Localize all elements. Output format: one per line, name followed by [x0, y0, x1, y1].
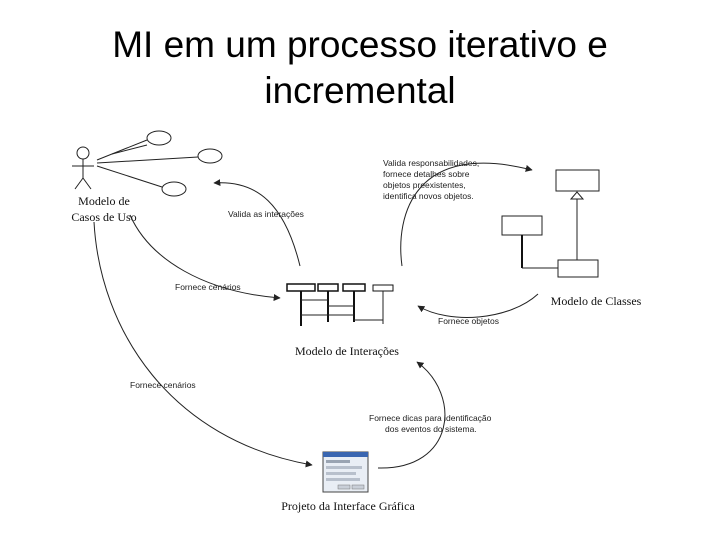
- edge-label-provides-scenarios-2: Fornece cenários: [130, 380, 196, 390]
- arrow-validate-interactions: [213, 179, 301, 267]
- validate-responsibilities-line-4: identifica novos objetos.: [383, 191, 474, 201]
- class-model-label: Modelo de Classes: [551, 294, 642, 308]
- provides-hints-line-2: dos eventos do sistema.: [385, 424, 477, 434]
- use-case-ellipse-3: [161, 181, 187, 197]
- interaction-model-icon: [286, 283, 394, 326]
- use-case-ellipse-2: [197, 148, 223, 164]
- arrow-provides-scenarios-2: [93, 221, 313, 468]
- arrow-validate-responsibilities: [400, 162, 533, 267]
- use-case-ellipse-1: [146, 130, 172, 146]
- arrow-provides-objects: [417, 293, 539, 318]
- slide-title-line-1: MI em um processo iterativo e: [112, 24, 608, 65]
- validate-responsibilities-line-1: Valida responsabilidades,: [383, 158, 479, 168]
- edge-label-provides-objects: Fornece objetos: [438, 316, 499, 326]
- arrow-provides-scenarios-1: [129, 214, 281, 301]
- slide-title: MI em um processo iterativo e incrementa…: [0, 22, 720, 114]
- use-case-model-label-line-2: Casos de Uso: [71, 210, 136, 224]
- use-case-model-label-line-1: Modelo de: [78, 194, 130, 208]
- interaction-model-label: Modelo de Interações: [295, 344, 399, 358]
- gui-project-label: Projeto da Interface Gráfica: [281, 499, 415, 513]
- edge-label-validate-interactions: Valida as interações: [228, 209, 304, 219]
- actor-icon: [72, 146, 94, 190]
- edge-label-provides-scenarios-1: Fornece cenários: [175, 282, 241, 292]
- edge-label-provides-hints: Fornece dicas para identificação dos eve…: [369, 413, 492, 434]
- use-case-model-icon: [72, 130, 223, 197]
- edge-label-validate-responsibilities: Valida responsabilidades, fornece detalh…: [383, 158, 479, 201]
- slide-title-line-2: incremental: [264, 70, 456, 111]
- provides-hints-line-1: Fornece dicas para identificação: [369, 413, 492, 423]
- class-model-icon: [501, 169, 600, 278]
- validate-responsibilities-line-3: objetos preexistentes,: [383, 180, 466, 190]
- gui-window-icon: [322, 451, 369, 493]
- validate-responsibilities-line-2: fornece detalhes sobre: [383, 169, 470, 179]
- arrow-provides-hints: [377, 361, 446, 469]
